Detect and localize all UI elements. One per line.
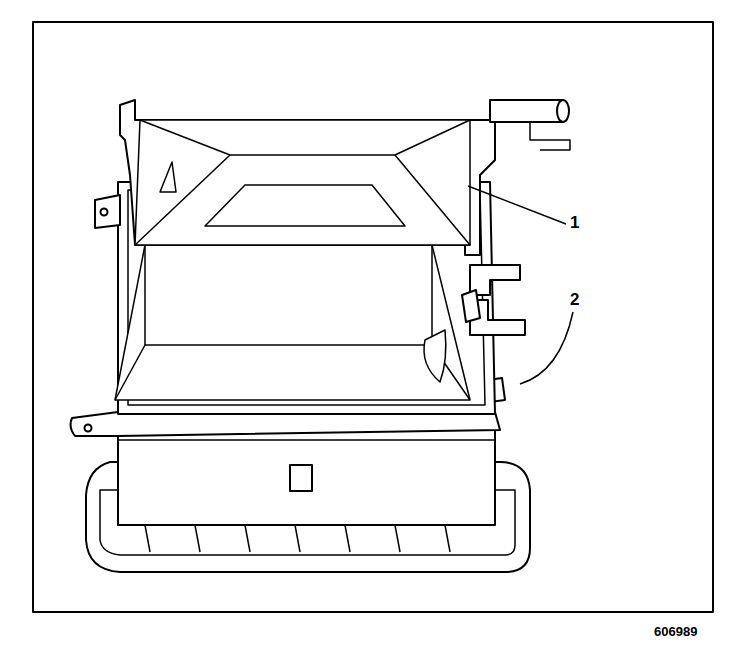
leader-lines (468, 186, 573, 384)
callout-number: 2 (570, 291, 579, 308)
figure-number: 606989 (654, 625, 697, 638)
callout-number: 1 (570, 214, 579, 231)
